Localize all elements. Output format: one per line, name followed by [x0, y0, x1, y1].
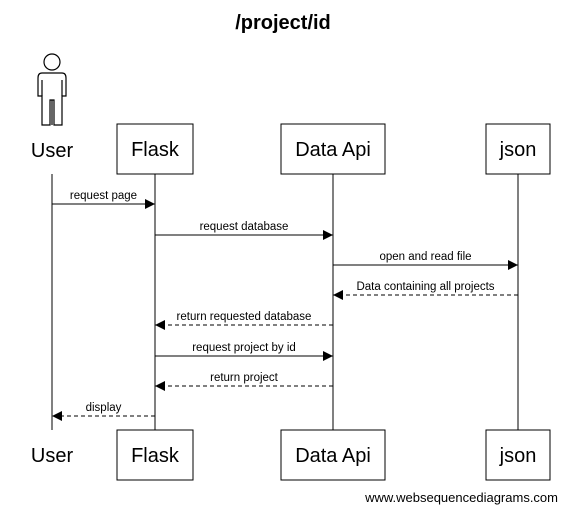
participant-box-flask-top [116, 123, 194, 175]
participants-top: User Flask Data Api json [31, 53, 551, 175]
message-3: open and read file [333, 251, 518, 270]
lifelines [51, 174, 519, 430]
participant-box-dataapi-top [280, 123, 386, 175]
participant-label-flask-top: Flask [131, 139, 180, 161]
message-label-8: display [86, 402, 122, 414]
message-5: return requested database [155, 311, 333, 330]
message-label-2: request database [200, 221, 289, 233]
messages: request page request database open and rea… [52, 190, 518, 421]
participant-box-dataapi-bottom [280, 429, 386, 481]
message-label-6: request project by id [192, 342, 296, 354]
message-label-5: return requested database [177, 311, 312, 323]
message-label-3: open and read file [379, 251, 471, 263]
message-2: request database [155, 221, 333, 240]
message-7: return project [155, 372, 333, 391]
participant-label-user-bottom: User [31, 445, 74, 467]
participant-label-json-top: json [499, 139, 537, 161]
participants-bottom: User Flask Data Api json [31, 429, 551, 481]
participant-label-dataapi-bottom: Data Api [295, 445, 371, 467]
message-4: Data containing all projects [333, 281, 518, 300]
participant-label-flask-bottom: Flask [131, 445, 180, 467]
participant-box-flask-bottom [116, 429, 194, 481]
footer-credit: www.websequencediagrams.com [364, 490, 558, 505]
participant-label-user-top: User [31, 140, 74, 162]
message-label-1: request page [70, 190, 137, 202]
participant-box-json-bottom [485, 429, 551, 481]
message-label-7: return project [210, 372, 279, 384]
participant-label-dataapi-top: Data Api [295, 139, 371, 161]
message-label-4: Data containing all projects [356, 281, 494, 293]
message-8: display [52, 402, 155, 421]
participant-box-json-top [485, 123, 551, 175]
diagram-title: /project/id [235, 12, 331, 34]
message-6: request project by id [155, 342, 333, 361]
participant-label-json-bottom: json [499, 445, 537, 467]
user-actor-icon [37, 53, 67, 126]
message-1: request page [52, 190, 155, 209]
